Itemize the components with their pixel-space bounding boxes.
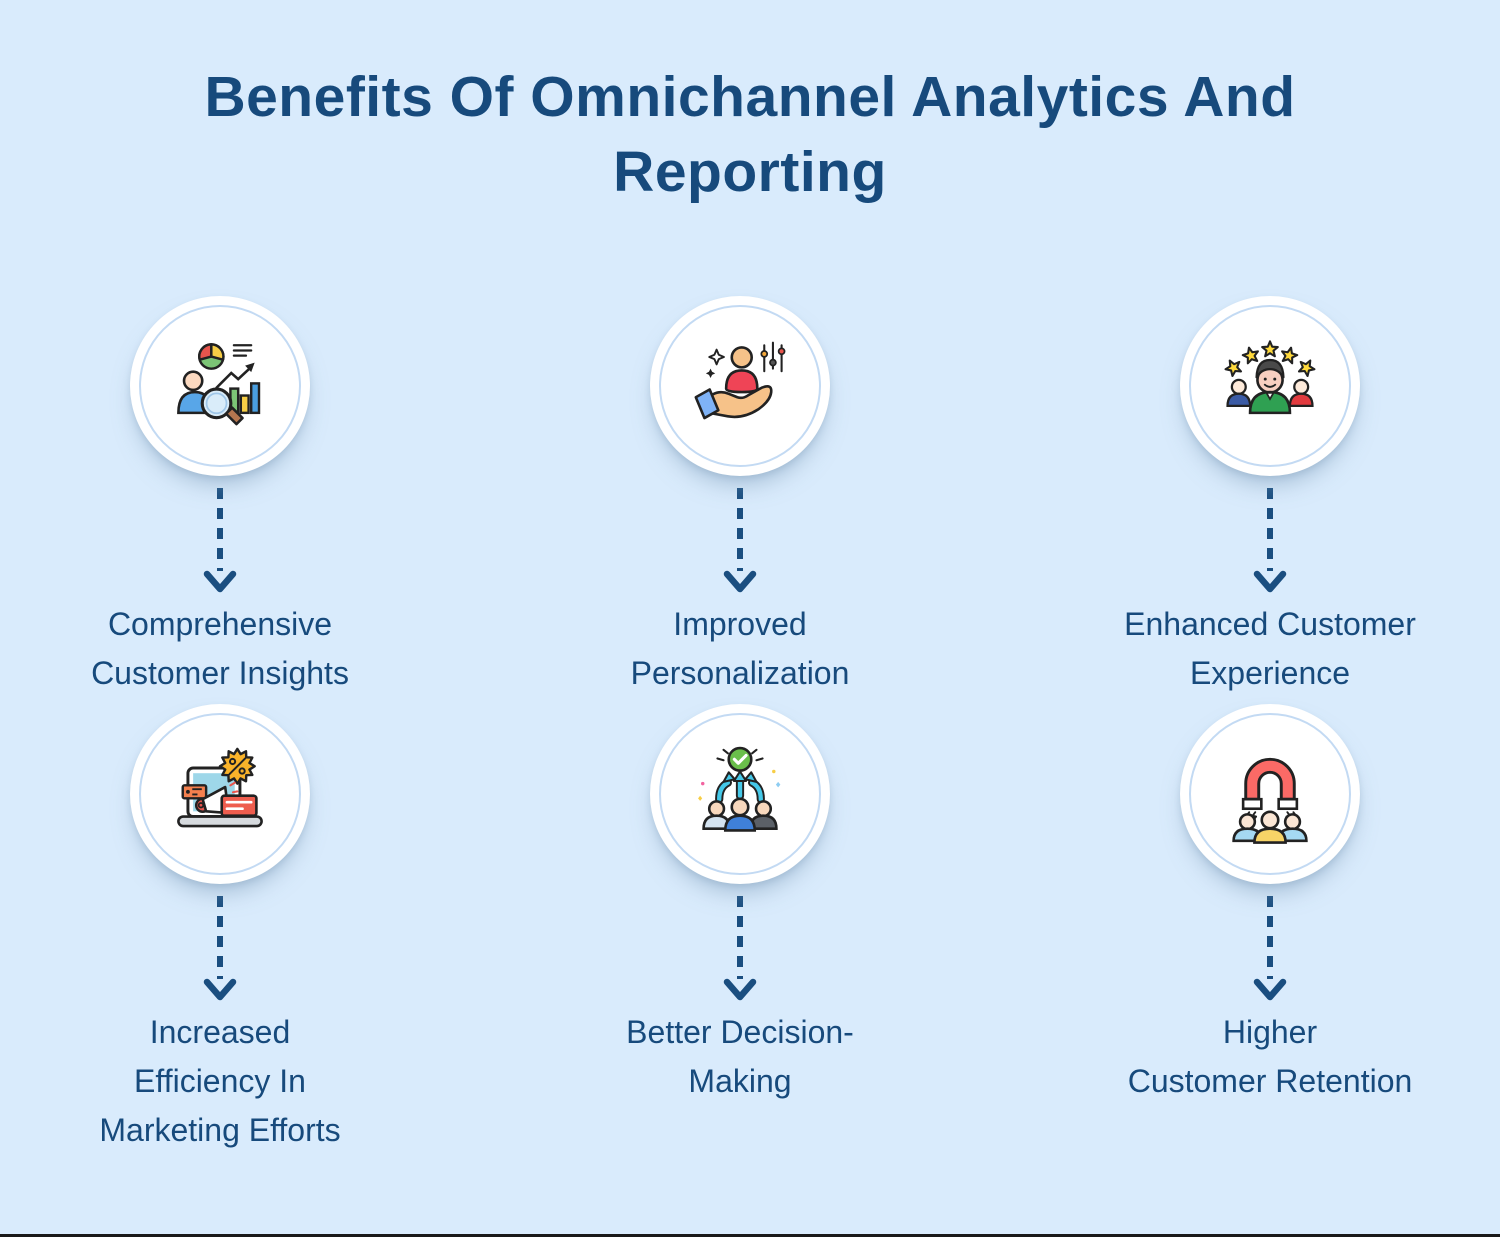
benefit-label: Better Decision- Making	[626, 1014, 854, 1100]
dashed-down-arrow-icon	[1253, 896, 1287, 1001]
dashed-down-arrow-icon	[1253, 488, 1287, 593]
icon-circle	[1180, 296, 1360, 477]
customer-five-stars-icon	[1221, 340, 1319, 415]
dashed-down-arrow-icon	[723, 896, 757, 1001]
icon-circle	[130, 704, 310, 885]
icon-circle	[649, 296, 830, 477]
infographic: Benefits Of Omnichannel Analytics And Re…	[0, 65, 1500, 1237]
benefit-label: Improved Personalization	[630, 606, 850, 692]
laptop-megaphone-promotion-icon	[177, 748, 263, 828]
benefit-cell-increased-efficiency: Increased Efficiency In Marketing Effort…	[99, 704, 341, 1155]
benefit-label: Increased Efficiency In Marketing Effort…	[99, 1014, 341, 1149]
bottom-border	[0, 1234, 1500, 1237]
benefit-cell-enhanced-customer-experience: Enhanced Customer Experience	[1124, 296, 1416, 698]
benefit-label: Enhanced Customer Experience	[1124, 606, 1416, 692]
benefit-label: Higher Customer Retention	[1127, 1014, 1413, 1100]
team-arrows-checkmark-icon	[698, 747, 781, 833]
person-analytics-magnifier-icon	[177, 343, 261, 426]
icon-circle	[130, 296, 310, 477]
dashed-down-arrow-icon	[723, 488, 757, 593]
page-title: Benefits Of Omnichannel Analytics And Re…	[204, 65, 1296, 205]
benefit-cell-improved-personalization: Improved Personalization	[630, 296, 850, 698]
hand-holding-customer-icon	[694, 342, 786, 420]
dashed-down-arrow-icon	[203, 896, 237, 1001]
dashed-down-arrow-icon	[203, 488, 237, 593]
magnet-attracting-customers-icon	[1232, 758, 1308, 845]
benefits-grid: Comprehensive Customer Insights	[0, 296, 1500, 1155]
icon-circle	[1179, 704, 1360, 885]
benefit-label: Comprehensive Customer Insights	[91, 606, 349, 692]
benefit-cell-higher-customer-retention: Higher Customer Retention	[1127, 704, 1413, 1155]
benefit-cell-comprehensive-customer-insights: Comprehensive Customer Insights	[91, 296, 349, 698]
icon-circle	[649, 704, 830, 885]
benefit-cell-better-decision-making: Better Decision- Making	[626, 704, 854, 1155]
